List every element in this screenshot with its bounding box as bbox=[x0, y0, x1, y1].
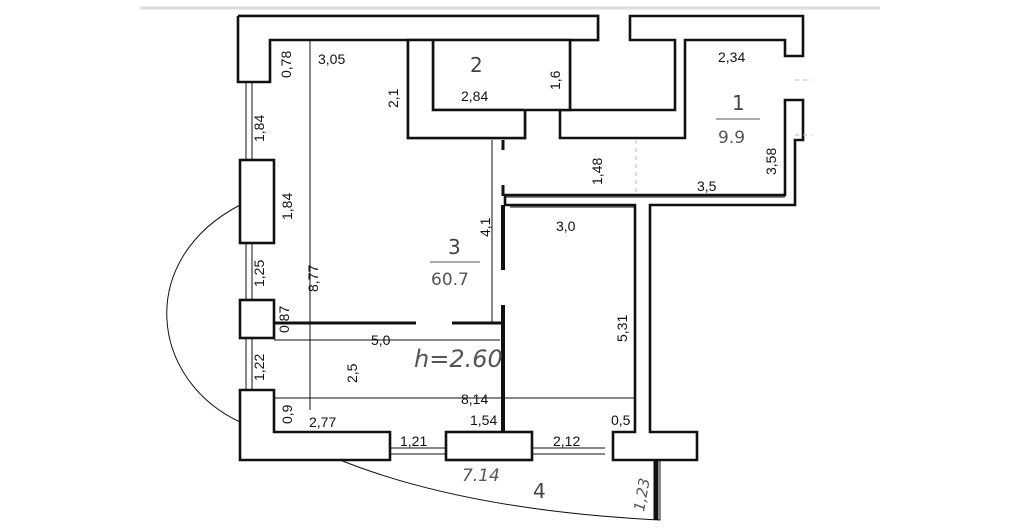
dim-184-top: 1,84 bbox=[251, 115, 267, 142]
dim-212: 2,12 bbox=[553, 433, 580, 449]
dim-30: 3,0 bbox=[556, 218, 576, 234]
dim-877: 8,77 bbox=[305, 265, 321, 292]
interior-thin-walls bbox=[245, 79, 812, 455]
room-4-area: 7.14 bbox=[462, 466, 500, 486]
ceiling-height: h=2.60 bbox=[414, 345, 503, 373]
dim-087: 0,87 bbox=[276, 306, 292, 333]
dim-234: 2,34 bbox=[718, 49, 745, 65]
walls bbox=[236, 14, 805, 462]
dim-41: 4,1 bbox=[477, 217, 493, 237]
dim-814: 8,14 bbox=[461, 391, 488, 407]
dim-078: 0,78 bbox=[278, 51, 294, 78]
dim-358: 3,58 bbox=[763, 148, 779, 175]
dim-148: 1,48 bbox=[589, 158, 605, 185]
dim-121: 1,21 bbox=[400, 433, 427, 449]
room-2-number: 2 bbox=[470, 53, 483, 77]
room-1-number: 1 bbox=[732, 91, 745, 115]
balcony-outline bbox=[339, 459, 661, 521]
dim-35: 3,5 bbox=[697, 178, 717, 194]
dim-531: 5,31 bbox=[614, 315, 630, 342]
dimension-labels: 0,78 3,05 2,1 2,84 1,6 2,34 1,84 1,84 1,… bbox=[251, 49, 779, 513]
room-3-number: 3 bbox=[448, 235, 461, 259]
dim-122: 1,22 bbox=[251, 354, 267, 381]
dim-277: 2,77 bbox=[309, 414, 336, 430]
dimension-lines bbox=[274, 40, 785, 433]
dim-09: 0,9 bbox=[279, 404, 295, 424]
dim-305: 3,05 bbox=[318, 51, 345, 67]
room-1-area: 9.9 bbox=[718, 128, 745, 148]
dim-154: 1,54 bbox=[470, 412, 497, 428]
dim-123: 1,23 bbox=[630, 477, 654, 513]
dim-25: 2,5 bbox=[344, 363, 360, 383]
dim-05: 0,5 bbox=[611, 412, 631, 428]
bay-window-arc bbox=[166, 204, 241, 423]
room-3-area: 60.7 bbox=[431, 270, 469, 290]
dim-50: 5,0 bbox=[371, 332, 391, 348]
dim-21: 2,1 bbox=[385, 88, 401, 108]
room-4-number: 4 bbox=[533, 479, 546, 503]
dim-125: 1,25 bbox=[251, 260, 267, 287]
dim-284: 2,84 bbox=[461, 88, 488, 104]
dim-16: 1,6 bbox=[547, 70, 563, 90]
dim-184-pillar: 1,84 bbox=[279, 193, 295, 220]
